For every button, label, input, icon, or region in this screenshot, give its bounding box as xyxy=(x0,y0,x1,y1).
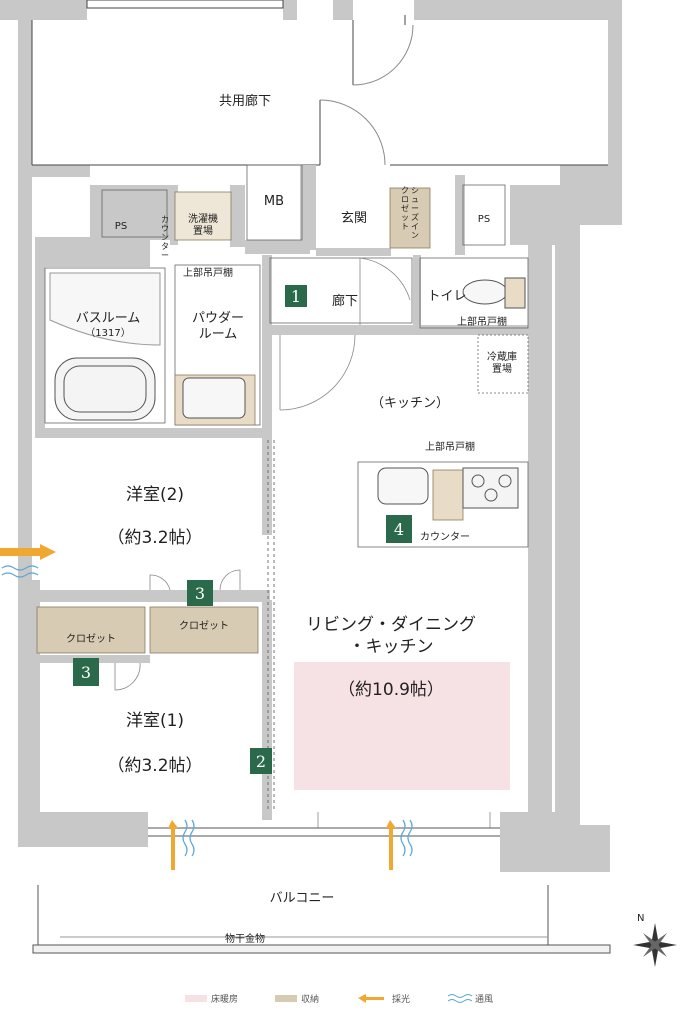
badge-4 xyxy=(386,515,412,543)
daylight-indicators xyxy=(0,544,396,870)
sliding-partitions xyxy=(267,440,275,812)
kitchen-sink xyxy=(377,467,429,505)
label-counter-vertical: カウンター xyxy=(161,215,169,260)
label-fridge: 冷蔵庫置場 xyxy=(487,350,517,375)
burner-1 xyxy=(471,474,485,488)
legend-ventilation-icon xyxy=(447,994,473,1003)
compass-icon: N xyxy=(633,913,677,967)
label-upper-cabinet-toilet: 上部吊戸棚 xyxy=(457,315,507,328)
floor-heating-zone xyxy=(294,662,510,790)
room-labels: 共用廊下 MB 玄関 PS PS 上部吊戸棚 バスルーム （1317） 廊下 ト… xyxy=(66,93,507,945)
label-balcony: バルコニー xyxy=(270,891,335,906)
label-shoe-in-closet: シューズインクロゼット xyxy=(401,186,419,240)
label-upper-cabinet-kitchen: 上部吊戸棚 xyxy=(425,440,475,453)
legend-ventilation-label: 通風 xyxy=(475,994,493,1005)
washer-area xyxy=(174,191,232,241)
label-mb: MB xyxy=(264,194,284,209)
label-closet-a: クロゼット xyxy=(66,633,116,645)
label-powder-room: パウダールーム xyxy=(192,311,244,342)
legend-daylight-label: 採光 xyxy=(392,993,410,1005)
legend-floor-heating-swatch xyxy=(185,995,207,1002)
legend-storage-label: 収納 xyxy=(301,993,319,1005)
badge-3a xyxy=(187,580,213,606)
legend-daylight-icon xyxy=(358,994,384,1003)
exterior-walls xyxy=(0,0,622,872)
ventilation-indicators xyxy=(1,565,413,857)
cooktop xyxy=(462,467,519,509)
doors xyxy=(114,257,491,828)
badge-3b xyxy=(73,658,99,686)
closet-b-area xyxy=(149,606,259,654)
bath-floor xyxy=(49,272,161,346)
balcony xyxy=(32,827,611,954)
label-common-corridor: 共用廊下 xyxy=(219,93,271,109)
toilet-tank xyxy=(504,277,526,309)
label-entrance: 玄関 xyxy=(341,211,367,226)
label-ldk: リビング・ダイニング・キッチン xyxy=(306,615,476,657)
badge-4-text: 4 xyxy=(394,520,404,539)
kitchen-storage-area xyxy=(432,469,464,521)
bathtub xyxy=(54,357,156,421)
toilet-bowl xyxy=(462,279,508,305)
label-western2-size: （約3.2帖） xyxy=(107,528,202,548)
label-bathroom-size: （1317） xyxy=(85,327,130,339)
badge-3b-text: 3 xyxy=(81,663,91,682)
badge-2-text: 2 xyxy=(256,752,266,771)
label-western2: 洋室(2) xyxy=(126,485,184,505)
burner-2 xyxy=(498,474,512,488)
legend-storage-swatch xyxy=(275,995,297,1002)
label-western1-size: （約3.2帖） xyxy=(107,756,202,776)
wash-basin xyxy=(182,377,246,419)
badge-2 xyxy=(250,748,272,774)
multiline-labels: 洗濯機置場 パウダールーム 冷蔵庫置場 リビング・ダイニング・キッチン xyxy=(188,212,517,657)
badge-3a-text: 3 xyxy=(195,584,205,603)
burner-3 xyxy=(484,488,498,502)
vertical-labels: カウンター シューズインクロゼット xyxy=(161,186,419,260)
label-kitchen: （キッチン） xyxy=(371,396,449,411)
closet-a-area xyxy=(36,606,146,654)
corridor-lines xyxy=(31,0,608,166)
badges: 1 2 3 3 4 xyxy=(73,285,412,774)
legend: 床暖房 収納 採光 通風 xyxy=(185,993,493,1005)
label-counter: カウンター xyxy=(420,531,470,543)
label-washer: 洗濯機置場 xyxy=(188,212,218,237)
label-toilet: トイレ xyxy=(427,289,466,304)
compass-north-label: N xyxy=(637,913,644,924)
fixtures xyxy=(49,272,526,509)
badge-1 xyxy=(285,285,307,307)
label-ps-left: PS xyxy=(115,221,127,232)
label-closet-b: クロゼット xyxy=(179,620,229,632)
label-ps-right: PS xyxy=(478,214,490,225)
label-ldk-size: （約10.9帖） xyxy=(338,680,444,700)
shoe-in-closet-area xyxy=(389,187,431,249)
label-clothes-hanger: 物干金物 xyxy=(225,932,265,945)
badge-1-text: 1 xyxy=(291,287,301,306)
room-outlines xyxy=(44,164,529,548)
label-hallway: 廊下 xyxy=(332,293,358,309)
label-bathroom: バスルーム xyxy=(76,311,141,326)
label-western1: 洋室(1) xyxy=(126,711,184,731)
label-upper-cabinet-1: 上部吊戸棚 xyxy=(183,266,233,279)
legend-floor-heating-label: 床暖房 xyxy=(211,993,238,1005)
